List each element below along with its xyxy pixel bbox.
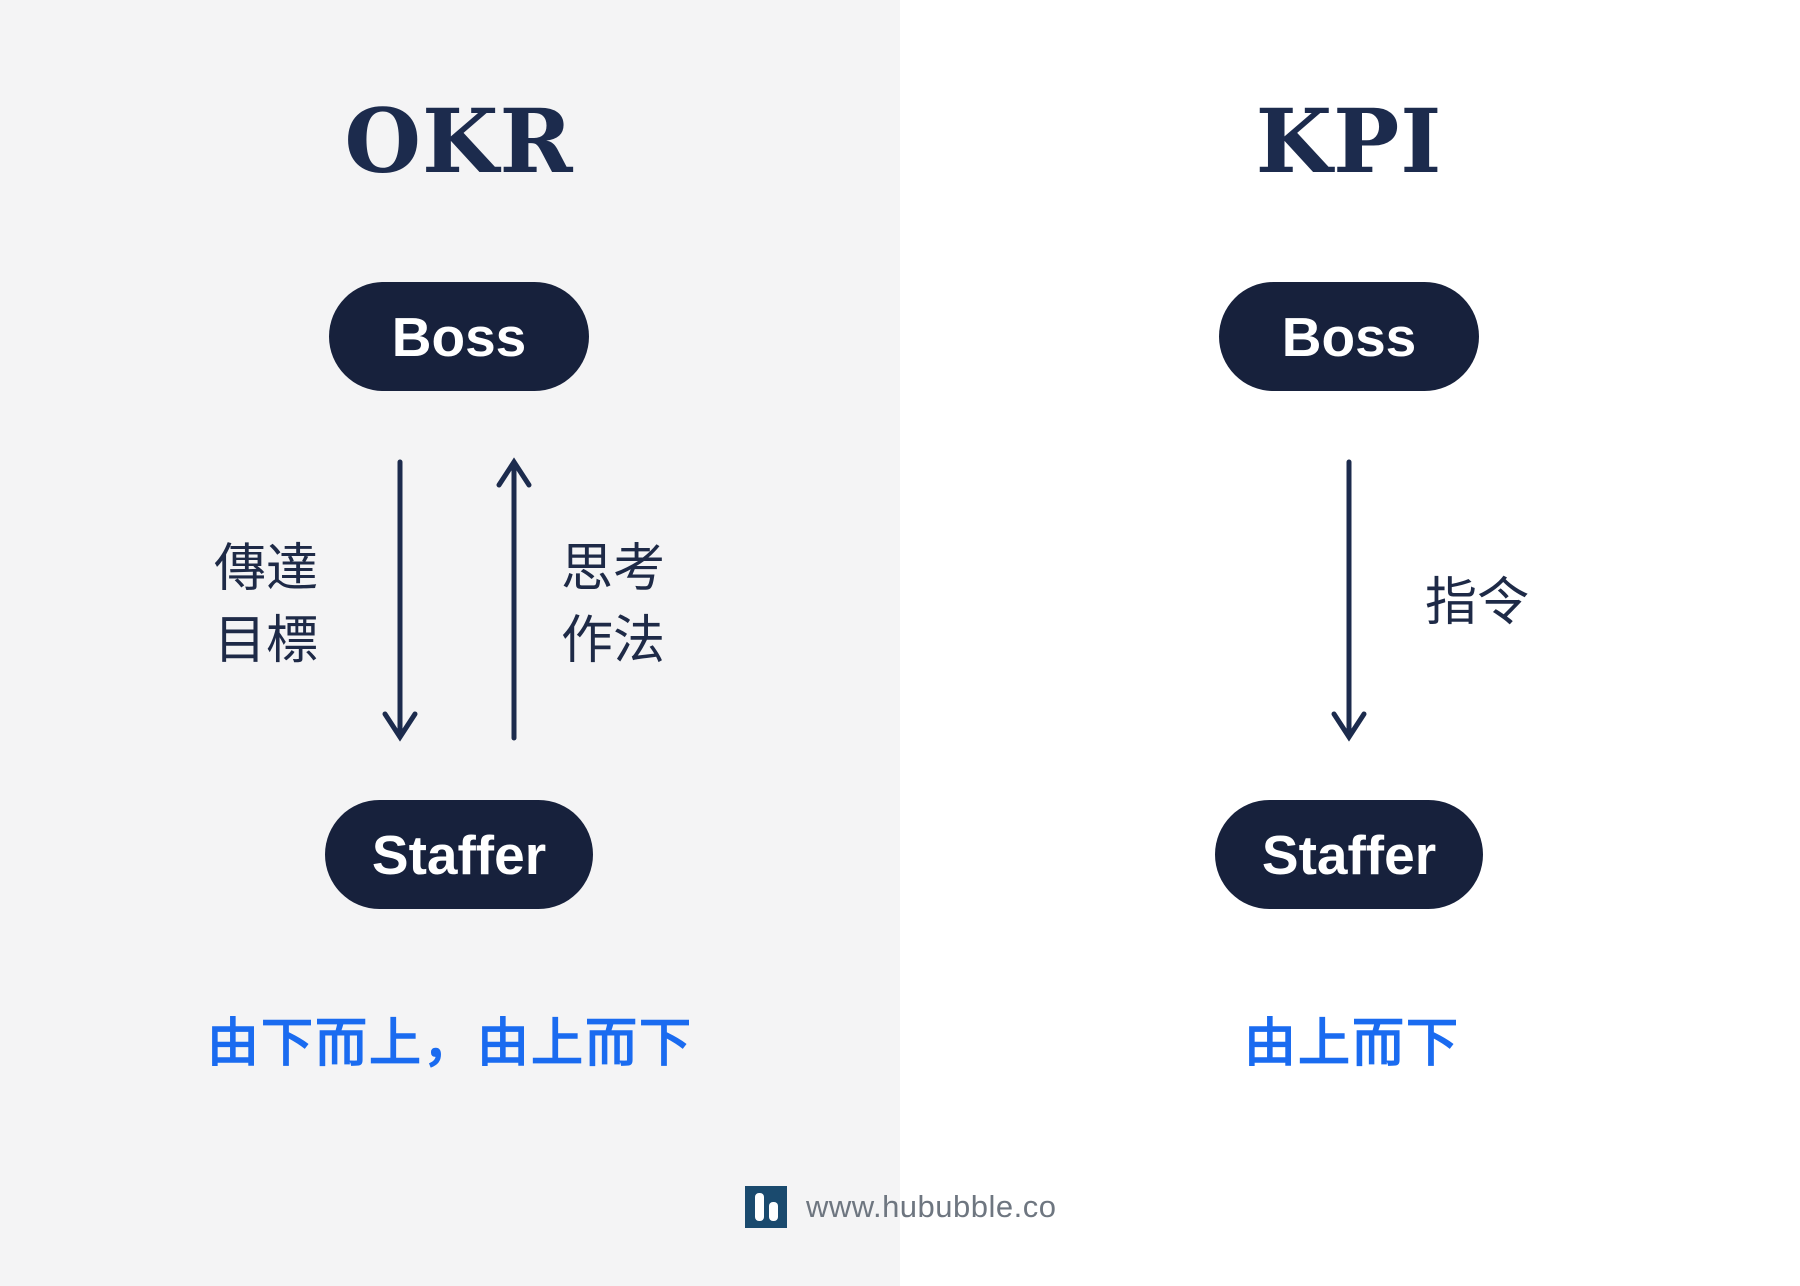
hububble-logo-icon [745,1186,787,1228]
hububble-logo-mark [755,1193,778,1221]
okr-down-arrow-icon [382,459,418,742]
okr-staffer-node: Staffer [325,800,593,909]
okr-up-arrow-icon [496,457,532,741]
kpi-down-arrow-icon [1331,459,1367,742]
okr-down-arrow-label-line1: 傳達 [213,540,319,598]
kpi-boss-node: Boss [1219,282,1479,391]
okr-down-arrow-label-line2: 目標 [213,612,319,670]
kpi-down-arrow-label-line1: 指令 [1424,574,1530,632]
okr-up-arrow-label-line2: 作法 [560,612,666,670]
kpi-staffer-node: Staffer [1215,800,1483,909]
kpi-down-arrow-label: 指令 [1425,572,1529,634]
okr-up-arrow-label-line1: 思考 [560,540,666,598]
kpi-staffer-label: Staffer [1261,823,1437,886]
okr-title: OKR [344,89,574,193]
okr-boss-node: Boss [329,282,589,391]
okr-boss-label: Boss [391,305,527,368]
kpi-summary-text: 由上而下 [1243,1015,1461,1073]
website-url-text: www.hububble.co [806,1189,1057,1224]
okr-panel-background [0,0,900,1286]
kpi-boss-label: Boss [1281,305,1417,368]
okr-summary-text: 由下而上，由上而下 [206,1015,694,1073]
okr-up-arrow-label: 思考 作法 [561,533,665,677]
okr-staffer-label: Staffer [371,823,547,886]
okr-down-arrow-label: 傳達 目標 [214,533,318,677]
kpi-title: KPI [1255,89,1443,193]
